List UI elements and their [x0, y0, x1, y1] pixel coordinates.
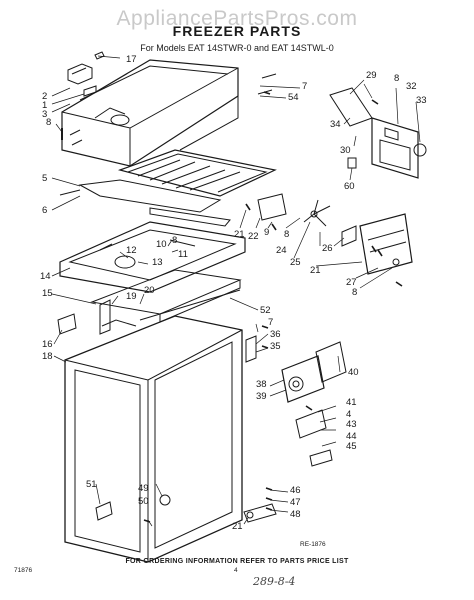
freezer-liner: [61, 59, 239, 167]
callout-11: 11: [178, 249, 188, 260]
callout-7-top: 7: [302, 81, 308, 92]
callout-33: 33: [416, 95, 427, 106]
callout-51: 51: [86, 479, 97, 490]
ordering-footer-note: FOR ORDERING INFORMATION REFER TO PARTS …: [125, 558, 349, 565]
callout-32: 32: [406, 81, 417, 92]
watermark: AppliancePartsPros.com: [116, 7, 358, 30]
callout-48: 48: [290, 509, 301, 520]
callout-22: 22: [248, 231, 259, 242]
callout-39: 39: [256, 391, 267, 402]
callout-49: 49: [138, 483, 149, 494]
callout-9: 9: [264, 227, 270, 238]
top-bracket-parts: [61, 51, 105, 140]
page-title: FREEZER PARTS: [172, 23, 302, 39]
drain-pan-assembly: [59, 207, 246, 293]
lower-cabinet-liner: [57, 313, 243, 563]
callout-45: 45: [346, 441, 357, 452]
callout-4: 4: [346, 409, 352, 420]
callout-54: 54: [288, 92, 299, 103]
callout-43: 43: [346, 419, 357, 430]
page-number: 4: [234, 567, 238, 574]
callout-35: 35: [270, 341, 281, 352]
drawing-code: RE-1876: [300, 541, 326, 548]
callout-1: 1: [42, 100, 48, 111]
callout-6: 6: [42, 205, 48, 216]
callout-8-lower-right: 8: [352, 287, 358, 298]
callout-38: 38: [256, 379, 267, 390]
bottom-hinge: [243, 503, 277, 523]
model-subtitle: For Models EAT 14STWR-0 and EAT 14STWL-0: [140, 43, 334, 53]
fan-motor-assembly: [257, 193, 413, 275]
callout-24: 24: [276, 245, 287, 256]
fastener-screws: [143, 91, 403, 523]
callout-10: 10: [156, 239, 167, 250]
callout-50: 50: [138, 496, 149, 507]
callout-47: 47: [290, 497, 301, 508]
callout-7-mid: 7: [268, 317, 274, 328]
callout-8-mid: 8: [172, 235, 178, 246]
handwritten-note: 289-8-4: [253, 575, 296, 588]
air-duct-assembly: [257, 73, 427, 179]
callout-44: 44: [346, 431, 357, 442]
callout-14: 14: [40, 271, 51, 282]
callout-21-fan: 21: [310, 265, 321, 276]
callout-29: 29: [366, 70, 377, 81]
callout-34: 34: [330, 119, 341, 130]
callout-46: 46: [290, 485, 301, 496]
callout-13: 13: [152, 257, 163, 268]
callout-17: 17: [126, 54, 137, 65]
freezer-shelf: [59, 149, 277, 213]
callout-41: 41: [346, 397, 357, 408]
callout-26: 26: [322, 243, 333, 254]
callout-16: 16: [42, 339, 53, 350]
callout-21-upper: 21: [234, 229, 245, 240]
callout-52: 52: [260, 305, 271, 316]
callout-36: 36: [270, 329, 281, 340]
callout-25: 25: [290, 257, 301, 268]
callout-5: 5: [42, 173, 48, 184]
callout-12: 12: [126, 245, 137, 256]
callout-19: 19: [126, 291, 137, 302]
callout-30: 30: [340, 145, 351, 156]
callout-3: 3: [42, 109, 48, 120]
callout-8: 8: [46, 117, 52, 128]
callout-18: 18: [42, 351, 53, 362]
callout-40: 40: [348, 367, 359, 378]
callout-27: 27: [346, 277, 357, 288]
callout-21-hinge: 21: [232, 521, 243, 532]
callout-15: 15: [42, 288, 53, 299]
callout-60: 60: [344, 181, 355, 192]
callout-2: 2: [42, 91, 48, 102]
callout-8-top-right: 8: [394, 73, 400, 84]
callout-20: 20: [144, 285, 155, 296]
control-housing: [245, 335, 347, 467]
page-code: 71876: [14, 567, 33, 574]
callout-leader-lines: [51, 55, 421, 527]
callout-8-fan: 8: [284, 229, 290, 240]
divider-rail: [90, 269, 242, 335]
